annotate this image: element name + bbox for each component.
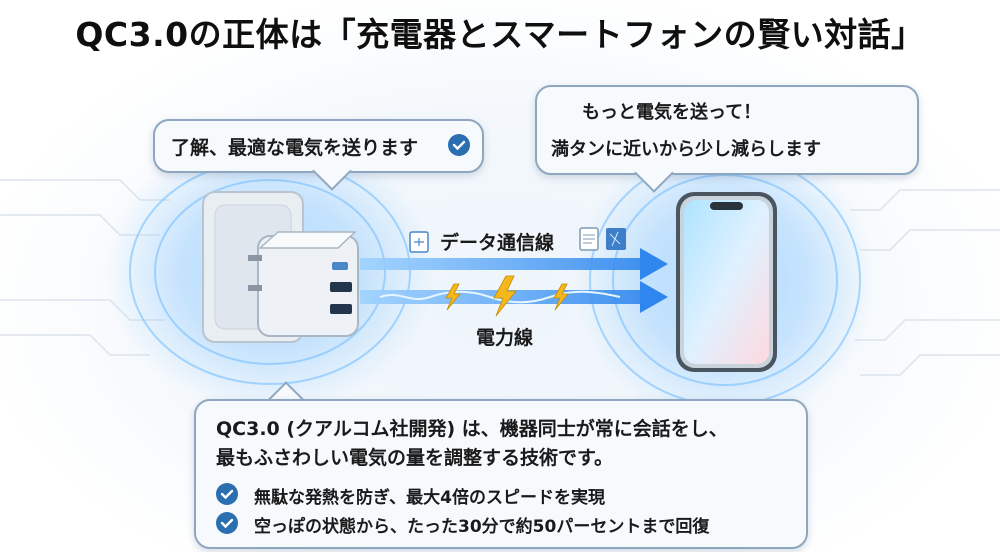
check-circle-icon (216, 512, 238, 534)
lightning-bolt-icons (445, 275, 569, 317)
phone-speech-bubble: もっと電気を送って！ 満タンに近いから少し減らします (535, 85, 919, 175)
smartphone (676, 192, 777, 372)
charger-message: 了解、最適な電気を送ります (171, 137, 419, 159)
data-line-label: データ通信線 (440, 232, 555, 254)
power-line-label: 電力線 (476, 327, 534, 349)
description-box: QC3.0 (クアルコム社開発) は、機器同士が常に会話をし、 最もふさわしい電… (194, 399, 808, 549)
data-arrow (360, 248, 668, 280)
description-line1: QC3.0 (クアルコム社開発) は、機器同士が常に会話をし、 (216, 418, 728, 440)
check-circle-icon (448, 134, 470, 156)
check-circle-icon (216, 483, 238, 505)
charger-device (248, 231, 359, 337)
page-title: QC3.0の正体は「充電器とスマートフォンの賢い対話」 (75, 15, 925, 54)
phone-message-line1: もっと電気を送って！ (582, 102, 762, 123)
description-line2: 最もふさわしい電気の量を調整する技術です。 (216, 447, 614, 469)
bullet-item: 無駄な発熱を防ぎ、最大4倍のスピードを実現 (254, 488, 605, 508)
document-icons (409, 227, 626, 253)
phone-message-line2: 満タンに近いから少し減らします (551, 139, 821, 160)
bullet-item: 空っぽの状態から、たった30分で約50パーセントまで回復 (254, 517, 710, 537)
